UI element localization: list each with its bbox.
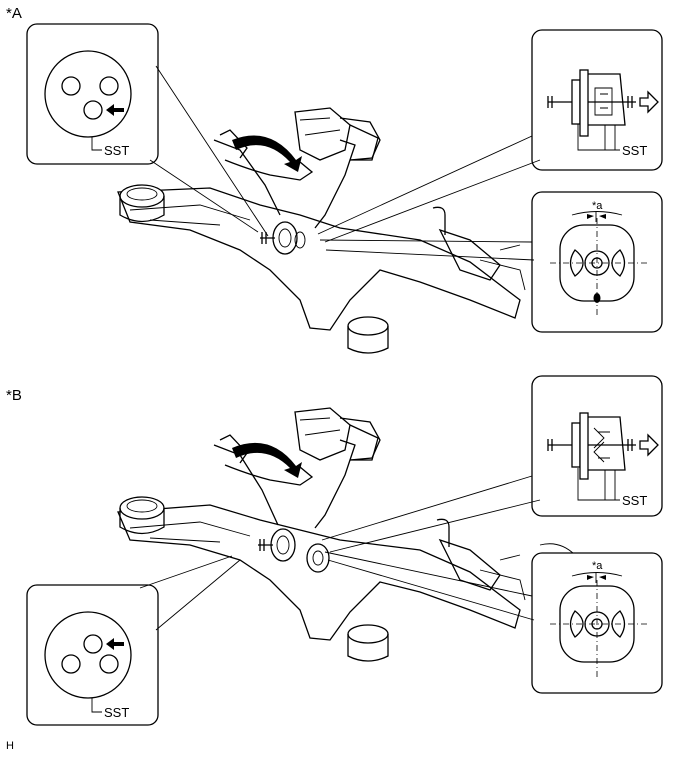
subframe-drawing-b [117, 407, 576, 662]
sst-label-a-top-right: SST [622, 143, 647, 158]
callout-b-side-view: SST [531, 375, 663, 517]
callout-a-side-view: SST [531, 29, 663, 171]
callout-b-bushing-detail: *a [531, 552, 663, 694]
detail-marker-b: *a [592, 560, 603, 572]
curved-arrow-icon [232, 442, 302, 478]
callout-a-position-view: SST [26, 23, 159, 165]
detail-marker-a: *a [592, 200, 603, 212]
position-arrow-icon [106, 638, 124, 650]
sst-label-b-top-right: SST [622, 493, 647, 508]
pull-direction-arrow-icon [639, 90, 659, 114]
section-a-label: *A [6, 5, 22, 22]
callout-b-position-view: SST [26, 584, 159, 726]
figure-code: H [6, 740, 14, 752]
section-b-label: *B [6, 387, 22, 404]
subframe-drawing-a [117, 107, 526, 354]
pull-direction-arrow-icon [639, 433, 659, 457]
callout-a-bushing-detail: *a [531, 191, 663, 333]
sst-label-b-left: SST [104, 705, 129, 720]
position-arrow-icon [106, 104, 124, 116]
curved-arrow-icon [232, 135, 302, 172]
sst-label-a-left: SST [104, 143, 129, 158]
